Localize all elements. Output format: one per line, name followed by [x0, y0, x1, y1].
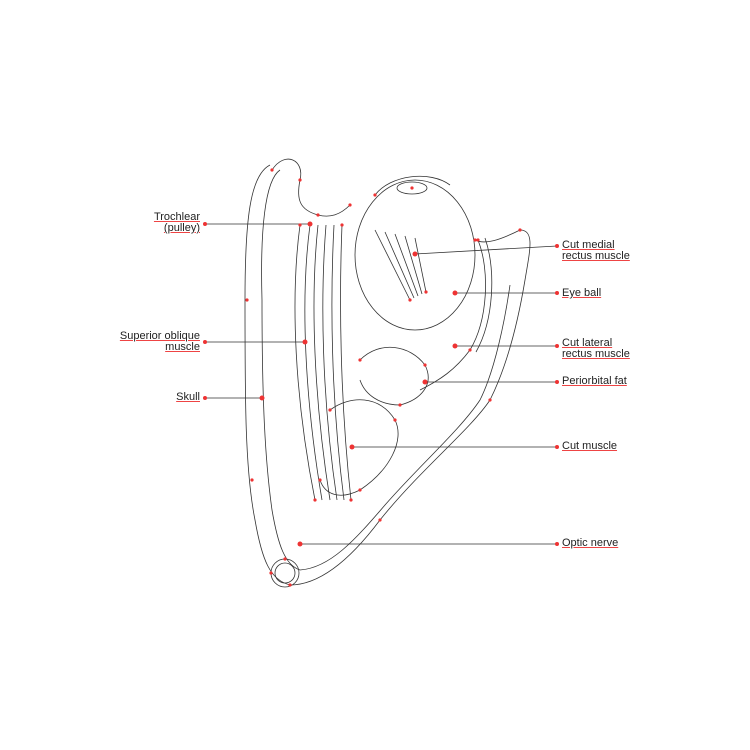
- medial-rectus-fan: [374, 229, 427, 301]
- superior-oblique-band: [294, 224, 316, 501]
- label-skull: Skull: [176, 391, 200, 403]
- label-eye-ball: Eye ball: [562, 287, 602, 299]
- pupil-outline: [396, 181, 428, 195]
- trochlear-horn: [271, 158, 351, 217]
- cut-muscle-outline: [319, 399, 399, 496]
- lateral-rectus-outline: [419, 239, 486, 391]
- cornea-outline: [374, 175, 451, 196]
- label-cut-lateral-rectus-muscle: Cut lateral rectus muscle: [562, 337, 630, 360]
- label-cut-medial-rectus-muscle: Cut medial rectus muscle: [562, 239, 630, 262]
- skull-inner-outline: [261, 169, 511, 571]
- label-optic-nerve: Optic nerve: [562, 537, 619, 549]
- label-trochlear: Trochlear (pulley): [153, 211, 200, 234]
- label-cut-muscle: Cut muscle: [562, 440, 618, 452]
- label-superior-oblique-muscle: Superior oblique muscle: [119, 330, 200, 353]
- label-periorbital-fat: Periorbital fat: [562, 375, 627, 387]
- periorbital-fat-outline: [359, 346, 429, 406]
- skull-outline: [244, 164, 531, 586]
- eyeball-outline: [354, 179, 476, 331]
